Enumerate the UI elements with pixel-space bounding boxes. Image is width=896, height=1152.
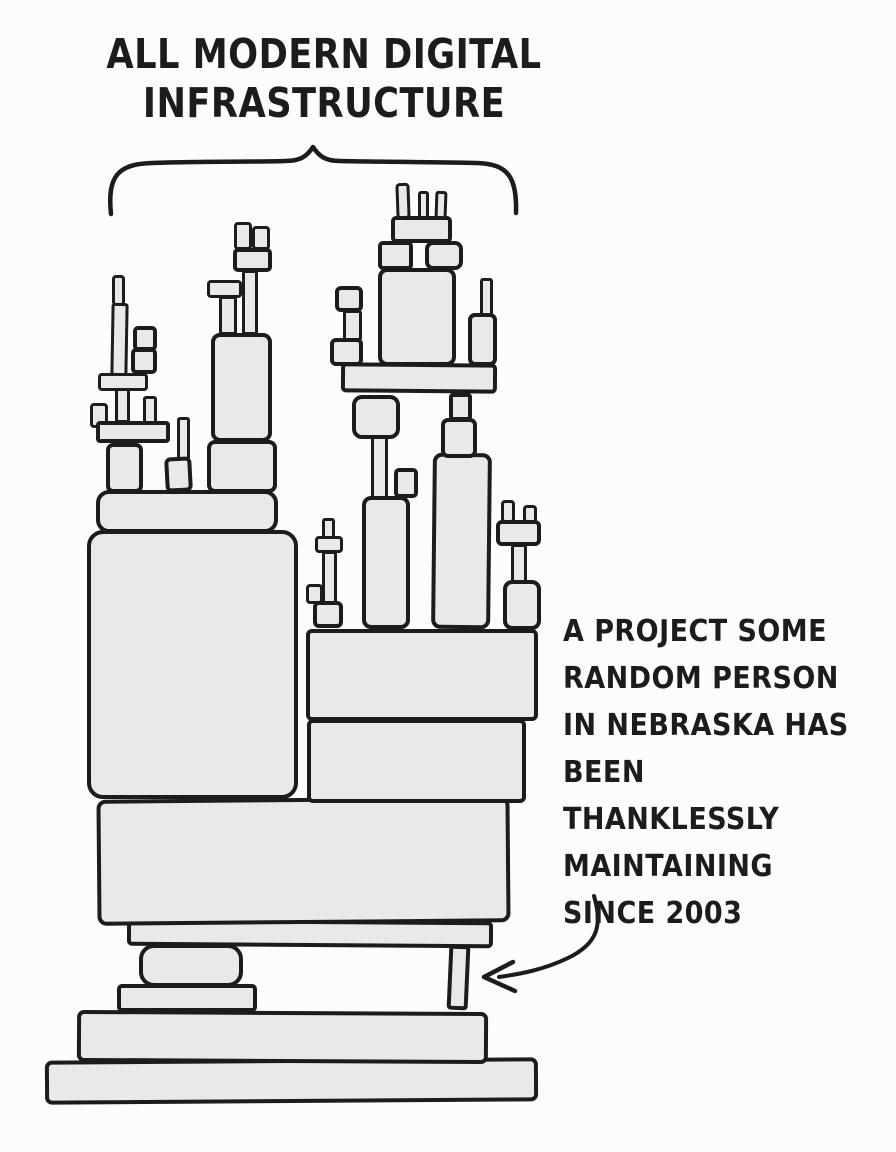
upper-stick-3	[434, 190, 448, 220]
left-tower-cap	[96, 490, 278, 533]
left-stick-tip	[112, 275, 125, 306]
center-t-stem	[219, 296, 237, 335]
center-prong-1	[234, 222, 252, 250]
nebraska-project-block	[446, 944, 471, 1011]
upper-left-stem	[343, 310, 362, 341]
center-prong-2	[252, 226, 270, 250]
mid-t-foot	[313, 601, 343, 628]
right-column	[431, 452, 492, 630]
upper-shoulder-right	[425, 241, 463, 270]
left-stem	[115, 388, 130, 423]
left-stick-2	[143, 396, 157, 424]
center-cap-block	[233, 248, 272, 272]
left-small-block-2	[131, 348, 157, 374]
mid-t-stem	[322, 551, 337, 605]
mid-right-row-2	[307, 719, 526, 803]
upper-big-block	[378, 268, 456, 366]
right-edge-foot	[503, 580, 541, 630]
foundation-wide-block	[96, 796, 511, 926]
left-tall-stick	[110, 302, 129, 377]
annotation-nebraska-maintainer: A PROJECT SOME RANDOM PERSON IN NEBRASKA…	[563, 614, 849, 931]
left-lower-block	[106, 443, 143, 493]
left-bar-2	[96, 421, 170, 443]
title-all-modern-digital-infrastructure: ALL MODERN DIGITAL INFRASTRUCTURE	[106, 30, 542, 127]
pedestal-upper	[139, 944, 243, 987]
platform-leg-left	[352, 395, 400, 439]
upper-shoulder-left	[378, 241, 413, 270]
center-side-stick	[177, 417, 190, 460]
center-big-block	[211, 333, 272, 442]
right-edge-cap	[496, 520, 541, 546]
upper-right-block	[468, 313, 497, 366]
left-tower-block	[87, 530, 298, 799]
platform-leg-right-neck	[449, 393, 472, 421]
upper-stick-2	[418, 191, 429, 219]
pedestal-lower	[117, 984, 257, 1012]
pointer-arrow-head-icon	[481, 959, 518, 994]
center-lower-block	[207, 440, 277, 493]
mid-column	[362, 496, 410, 629]
upper-stick-1	[395, 182, 411, 220]
base-plate-2	[76, 1009, 489, 1065]
right-edge-stem	[511, 544, 527, 583]
center-stick	[242, 270, 258, 335]
curly-brace	[108, 144, 519, 217]
base-plate-1	[44, 1057, 539, 1105]
platform-leg-right	[441, 418, 477, 458]
mid-column-knob	[394, 468, 418, 498]
mid-right-row-1	[306, 629, 538, 721]
upper-platform	[340, 362, 498, 394]
upper-left-foot	[330, 338, 363, 366]
upper-bridge	[391, 216, 452, 243]
platform-leg-left-stem	[371, 436, 388, 499]
upper-left-knob	[335, 286, 363, 312]
upper-right-stick	[480, 278, 493, 316]
center-wedge	[164, 456, 193, 493]
